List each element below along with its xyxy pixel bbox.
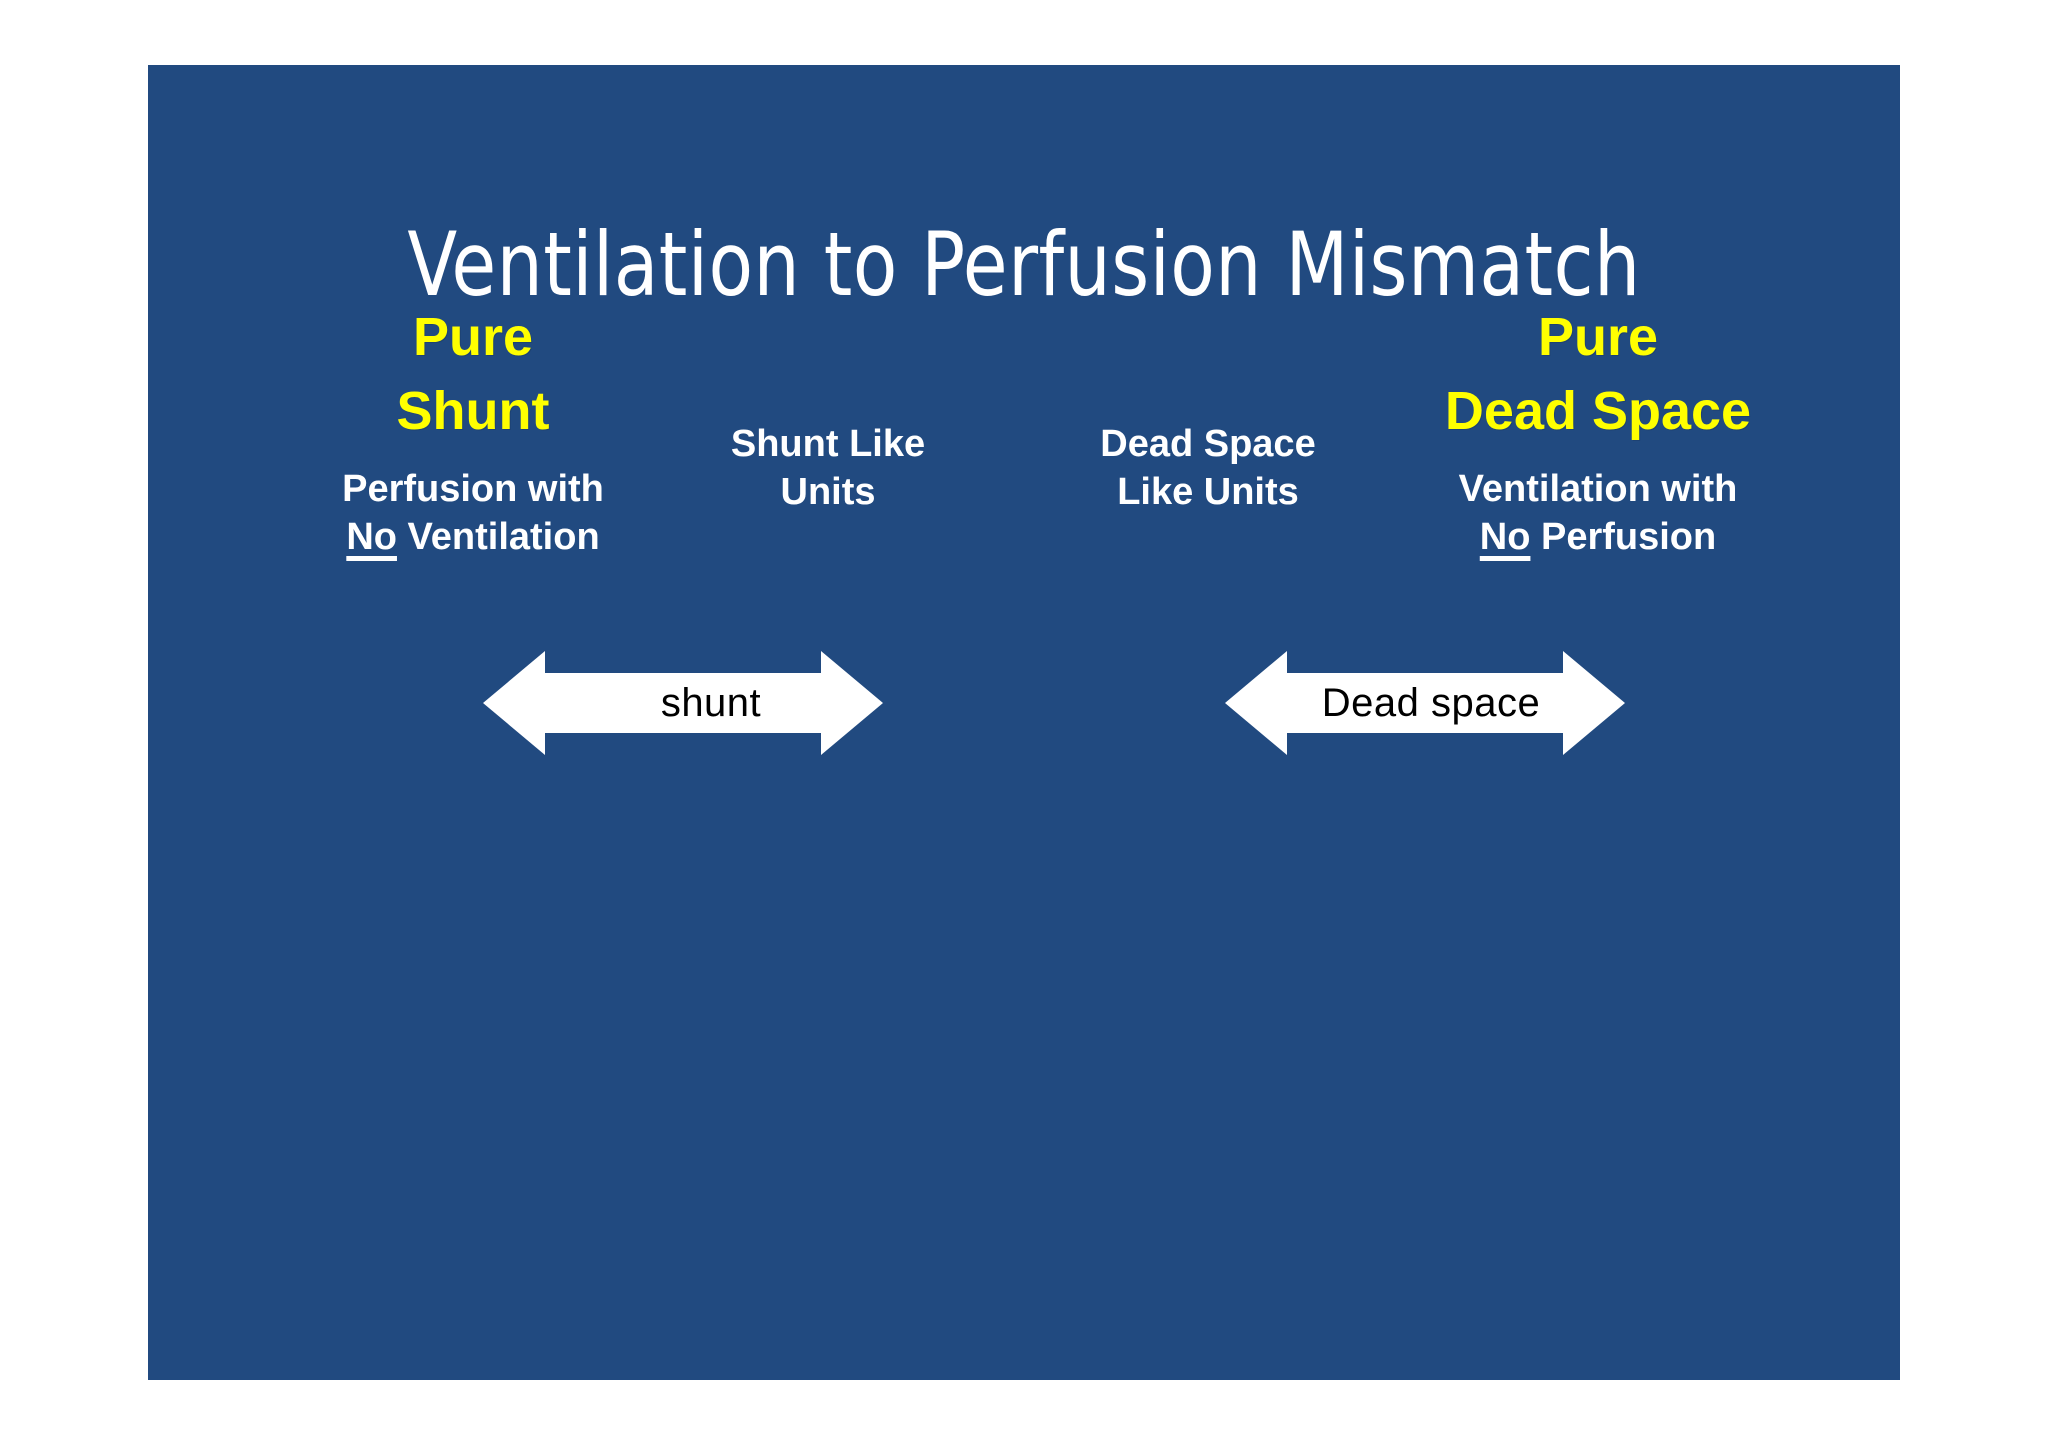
pure-shunt-emphasis-no: No: [346, 516, 397, 558]
pure-shunt-headline-line2: Shunt: [396, 381, 550, 441]
pure-deadspace-sub-line2: No Perfusion: [1378, 513, 1818, 561]
pure-deadspace-headline-line2: Dead Space: [1444, 381, 1752, 441]
column-pure-dead-space: Pure Dead Space Ventilation with No Perf…: [1378, 305, 1818, 561]
column-shunt-like-units: Shunt Like Units: [668, 420, 988, 516]
double-headed-arrow-icon: [483, 651, 883, 755]
pure-deadspace-sub-line1: Ventilation with: [1458, 468, 1738, 510]
pure-deadspace-emphasis-no: No: [1479, 516, 1531, 558]
pure-deadspace-subtext: Ventilation with No Perfusion: [1378, 465, 1818, 561]
pure-shunt-sub-line1: Perfusion with: [342, 468, 604, 510]
page-title: Ventilation to Perfusion Mismatch: [407, 213, 1641, 316]
pure-shunt-sub-line2: No Ventilation: [308, 513, 638, 561]
deadspace-like-line2: Like Units: [1117, 471, 1299, 513]
shunt-like-line1: Shunt Like: [730, 423, 926, 465]
double-arrow-shunt: shunt: [483, 648, 883, 758]
double-headed-arrow-icon: [1225, 651, 1625, 755]
pure-shunt-headline-line1: Pure: [412, 307, 534, 367]
column-dead-space-like-units: Dead Space Like Units: [1048, 420, 1368, 516]
pure-shunt-sub-line2-rest: Ventilation: [396, 516, 600, 558]
double-arrow-dead-space: Dead space: [1225, 648, 1625, 758]
shunt-like-line2: Units: [780, 471, 876, 513]
slide-canvas: Ventilation to Perfusion Mismatch Pure S…: [148, 65, 1900, 1380]
pure-shunt-subtext: Perfusion with No Ventilation: [308, 465, 638, 561]
pure-deadspace-headline-line1: Pure: [1537, 307, 1659, 367]
pure-deadspace-sub-line2-rest: Perfusion: [1530, 516, 1717, 558]
column-pure-shunt: Pure Shunt Perfusion with No Ventilation: [308, 305, 638, 561]
deadspace-like-line1: Dead Space: [1100, 423, 1316, 465]
